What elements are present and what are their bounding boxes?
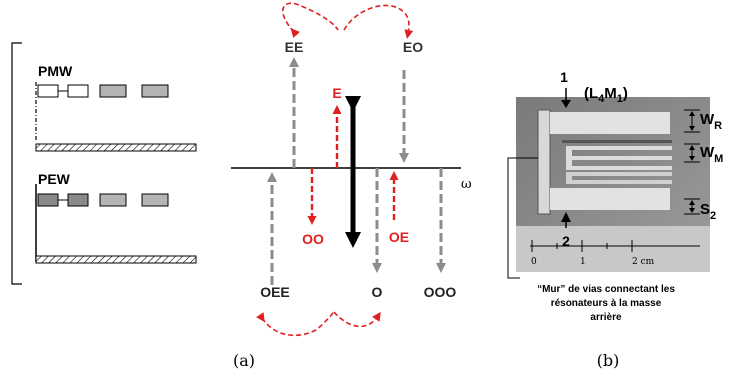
pew-resonator-1	[37, 193, 59, 207]
note-line-3: arrière	[590, 312, 622, 323]
via-wall	[537, 109, 551, 215]
label-oo: OO	[302, 231, 324, 247]
pmw-resonator-2	[67, 84, 89, 98]
port-2-arrowhead	[561, 212, 571, 222]
dimension-s2	[684, 198, 700, 215]
pmw-ground-plane	[35, 143, 197, 152]
ruler-label-1: 1	[580, 257, 586, 267]
port-2-label: 2	[562, 233, 570, 249]
ruler-label-0: 0	[531, 257, 537, 267]
dimension-wm	[684, 143, 700, 163]
label-oee: OEE	[260, 284, 290, 300]
label-ee: EE	[285, 39, 304, 55]
pew-resonator-4	[141, 193, 169, 207]
omega-label: ω	[461, 177, 472, 192]
mode-diagram: ω EE EO E OO OE OEE O OOO	[231, 2, 472, 337]
label-o: O	[372, 284, 383, 300]
pew-resonator-3	[99, 193, 127, 207]
wr-label: WR	[700, 111, 722, 132]
coupling-arc-bottom-right	[333, 311, 381, 328]
meander-resonator-2	[566, 172, 672, 184]
wm-label: WM	[700, 144, 723, 165]
waveguide-schematic: PMW PEW	[11, 42, 197, 285]
l4m1-label: (L4M1)	[584, 85, 628, 105]
label-oe: OE	[389, 229, 409, 245]
pmw-resonator-1	[37, 84, 59, 98]
note-line-1: “Mur” de vias connectant les	[537, 284, 675, 295]
coupling-arc-top-right	[343, 4, 414, 39]
port-1-arrowhead	[561, 100, 571, 108]
coupling-arc-bottom-left	[256, 311, 335, 337]
caption-b: (b)	[597, 351, 620, 370]
meander-resonator-1	[566, 146, 672, 170]
gap-line	[562, 140, 672, 143]
pew-resonator-2	[67, 193, 89, 207]
ruler-area	[516, 226, 710, 272]
pmw-label: PMW	[38, 63, 73, 79]
pew-ground-plane	[35, 255, 197, 264]
ruler-label-2: 2 cm	[632, 257, 655, 267]
label-ooo: OOO	[424, 284, 457, 300]
label-e: E	[332, 85, 341, 101]
port-1-label: 1	[560, 69, 568, 85]
device-photo: 0 1 2 cm	[516, 97, 710, 272]
resonator-top	[550, 112, 670, 134]
label-eo: EO	[403, 39, 423, 55]
s2-label: S2	[700, 201, 716, 222]
dimension-wr	[684, 109, 700, 133]
note-line-2: résonateurs à la masse	[551, 298, 662, 309]
pew-label: PEW	[38, 171, 71, 187]
pmw-resonator-3	[99, 84, 127, 98]
via-wall-callout	[507, 157, 538, 279]
coupling-arc-top-left	[282, 2, 339, 38]
ground-bracket	[11, 42, 22, 285]
resonator-bottom	[550, 188, 670, 210]
caption-a: (a)	[233, 351, 255, 370]
pmw-resonator-4	[141, 84, 169, 98]
